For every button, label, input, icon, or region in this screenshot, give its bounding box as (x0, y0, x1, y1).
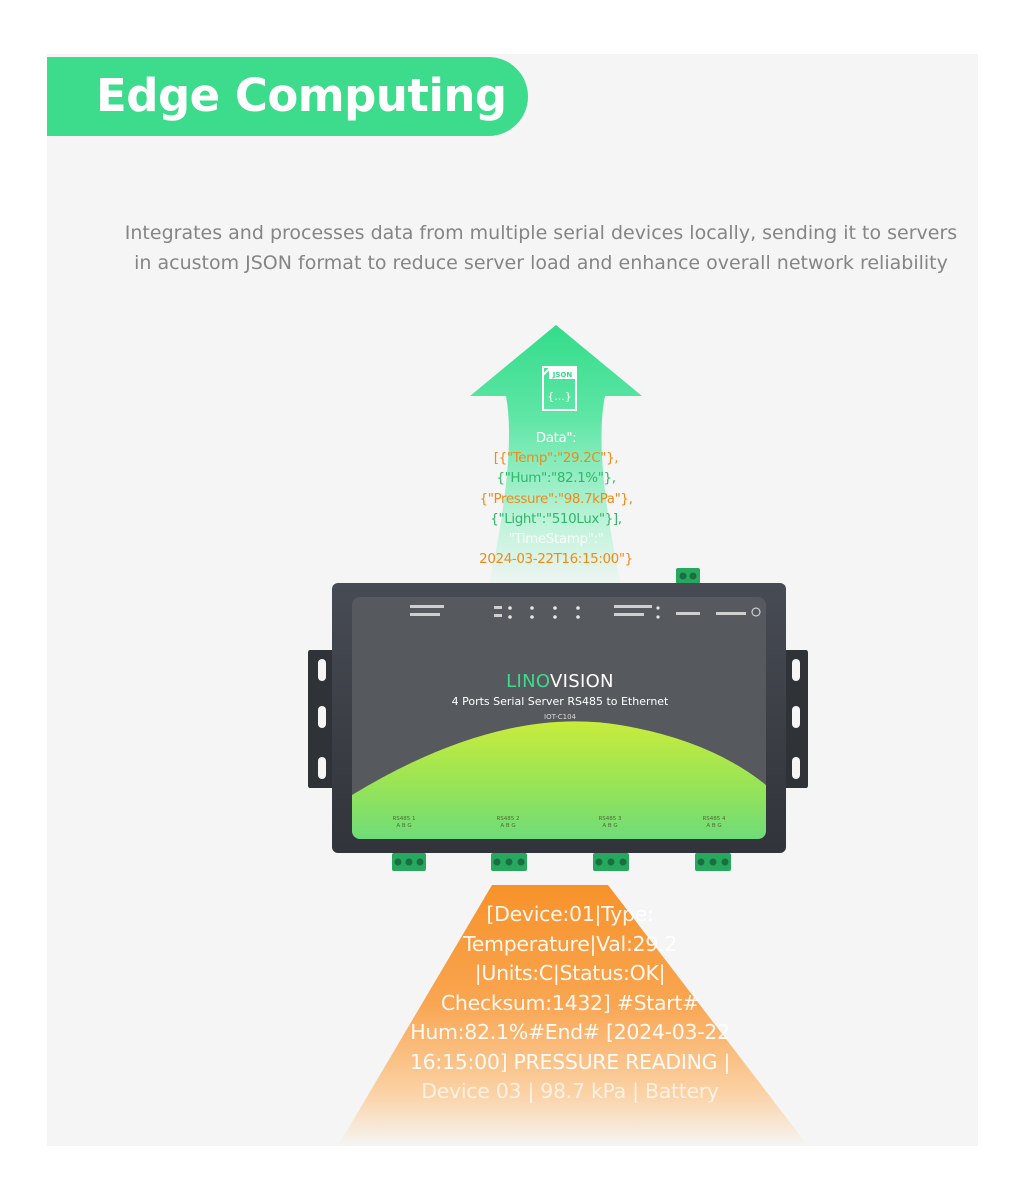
serial-line-3: |Units:C|Status:OK| (474, 961, 666, 985)
device-description: 4 Ports Serial Server RS485 to Ethernet (451, 695, 669, 708)
terminal-block-2 (491, 853, 527, 871)
brand-accent: LINO (506, 671, 551, 692)
device-label: LINOVISION 4 Ports Serial Server RS485 t… (350, 672, 770, 722)
json-line-2: [{"Temp":"29.2C"}, (493, 450, 619, 467)
serial-line-1: [Device:01|Type: (486, 902, 654, 926)
json-line-6: "TimeStamp":" (508, 531, 604, 548)
json-line-1: Data": (535, 430, 577, 446)
serial-line-7: Device 03 | 98.7 kPa | Battery (421, 1079, 719, 1103)
terminal-block-3 (593, 853, 629, 871)
header-banner: Edge Computing (47, 57, 528, 136)
json-tag: JSON (552, 371, 573, 379)
terminal-block-4 (695, 853, 731, 871)
json-line-7: 2024-03-22T16:15:00"} (479, 551, 633, 568)
upload-arrow (470, 325, 642, 590)
json-braces: {...} (547, 390, 572, 403)
json-payload: Data": [{"Temp":"29.2C"}, {"Hum":"82.1%"… (446, 428, 666, 569)
status-leds (508, 606, 761, 619)
page-title: Edge Computing (96, 69, 507, 122)
brand-rest: VISION (550, 671, 614, 692)
json-line-3: {"Hum":"82.1%"}, (496, 470, 616, 487)
serial-data-stream: [Device:01|Type: Temperature|Val:29.2 |U… (340, 900, 800, 1107)
brand-logo: LINOVISION (350, 672, 770, 692)
description: Integrates and processes data from multi… (0, 218, 1024, 278)
serial-data-cone (338, 885, 808, 1146)
serial-line-2: Temperature|Val:29.2 (462, 931, 677, 956)
description-line-1: Integrates and processes data from multi… (124, 222, 958, 244)
json-line-5: {"Light":"510Lux"}], (490, 510, 622, 527)
power-terminal (676, 568, 700, 584)
description-line-2: in acustom JSON format to reduce server … (134, 252, 948, 274)
terminal-block-1 (392, 853, 426, 871)
json-line-4: {"Pressure":"98.7kPa"}, (479, 490, 633, 507)
serial-line-6: 16:15:00] PRESSURE READING | (409, 1049, 731, 1074)
serial-line-4: Checksum:1432] #Start# (440, 990, 700, 1015)
serial-line-5: Hum:82.1%#End# [2024-03-22 (410, 1020, 730, 1044)
device-model: IOT-C104 (544, 713, 576, 721)
